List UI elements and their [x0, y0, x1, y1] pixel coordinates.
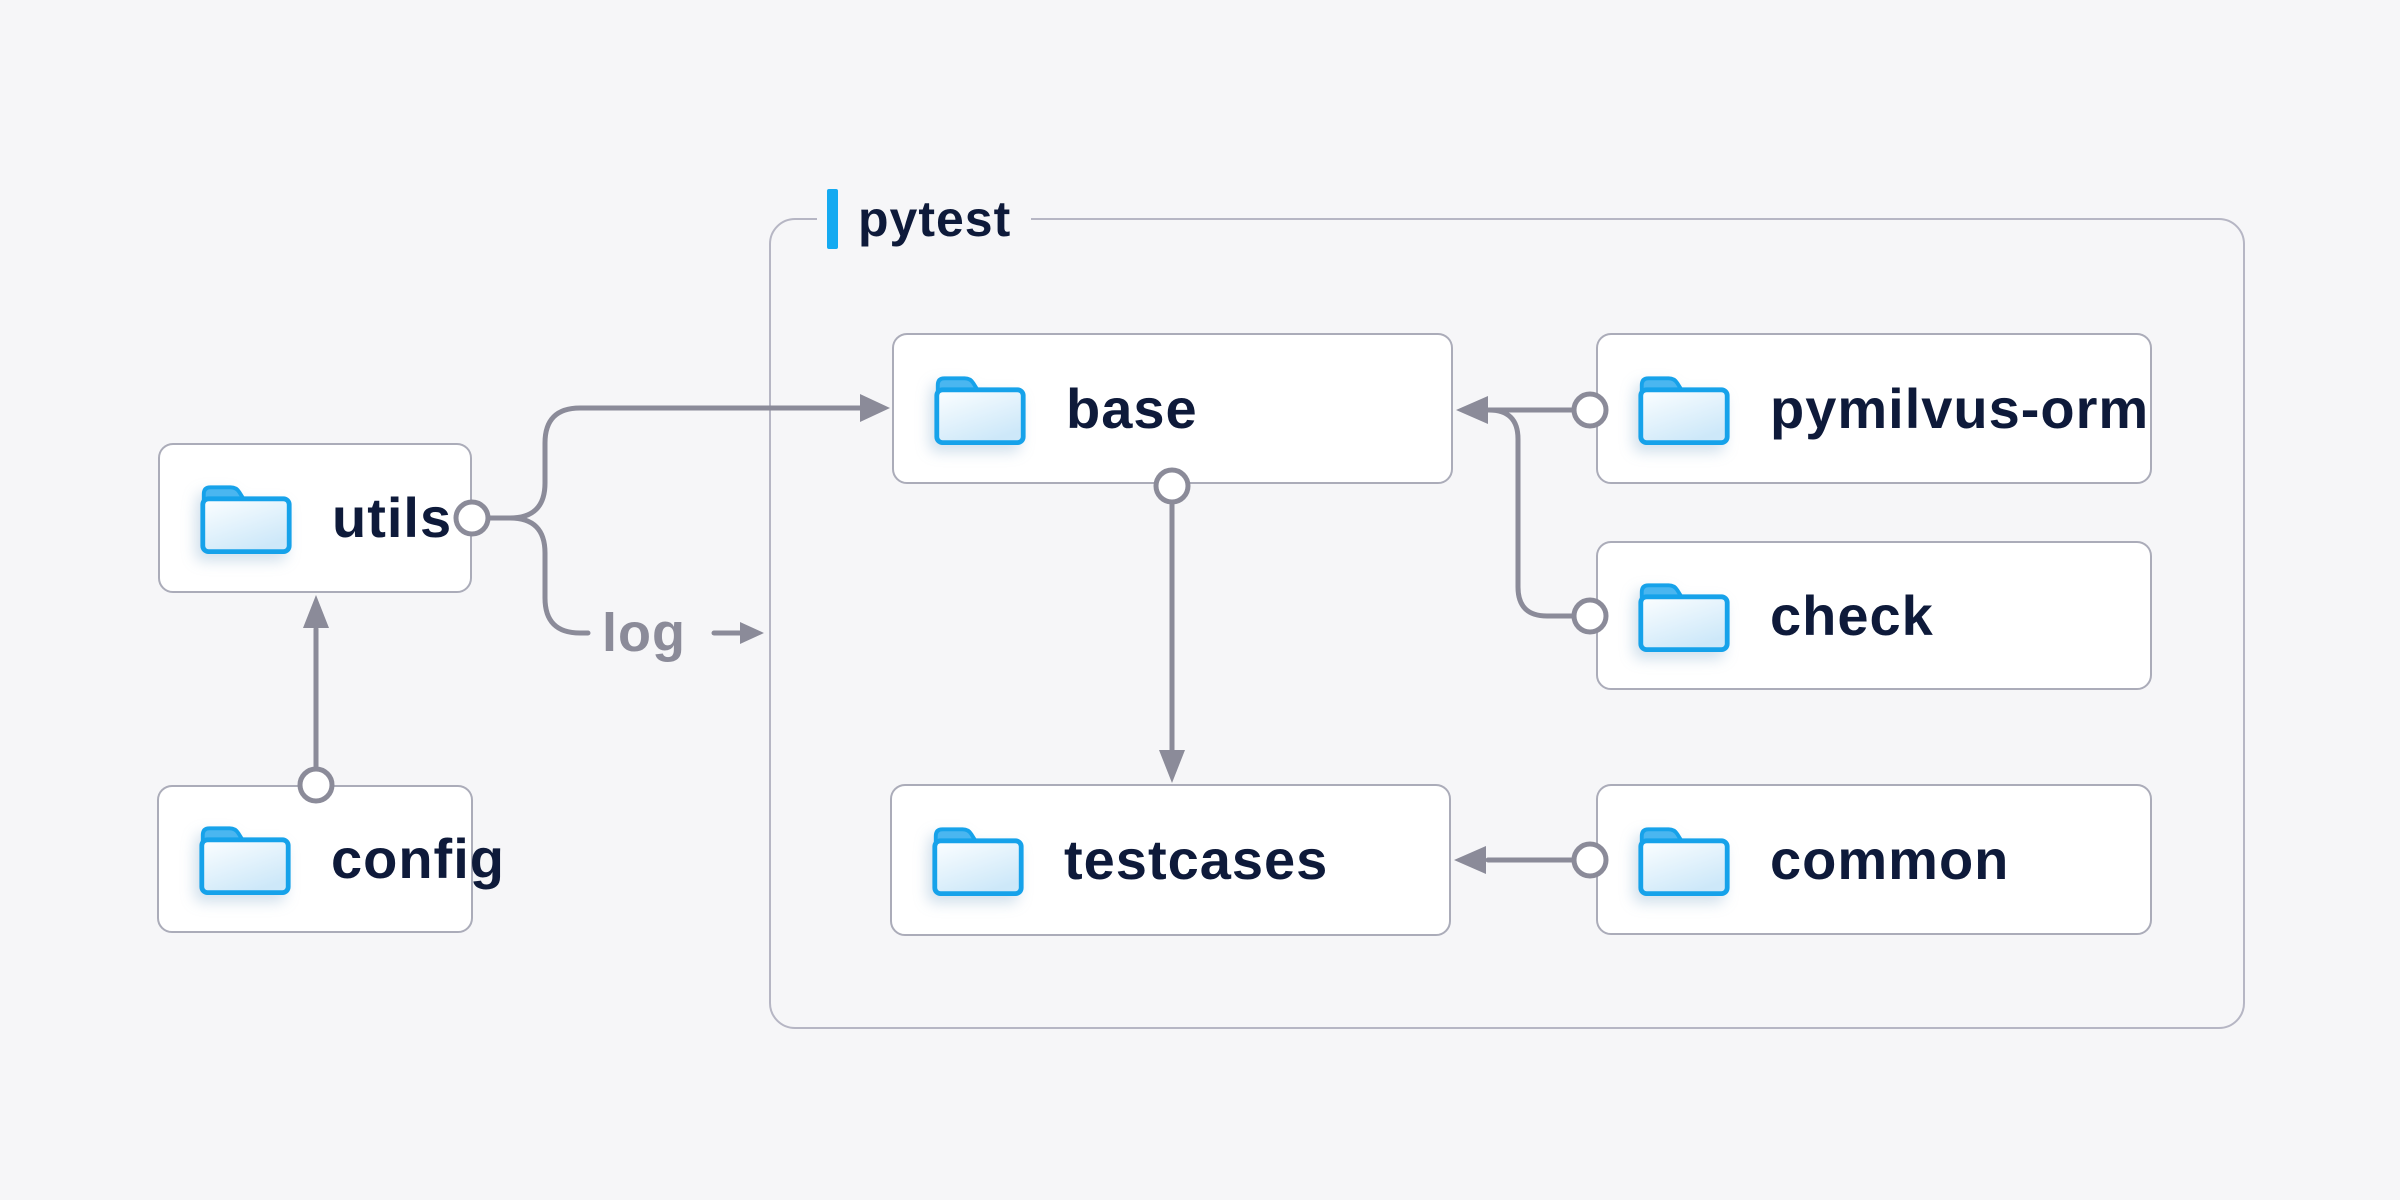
- arrowhead-into-utils: [303, 595, 329, 628]
- node-pymilvus-orm: pymilvus-orm: [1596, 333, 2152, 484]
- node-label: config: [331, 827, 505, 890]
- folder-icon: [1638, 826, 1730, 896]
- node-base: base: [892, 333, 1453, 484]
- folder-icon: [934, 375, 1026, 445]
- node-label: check: [1770, 583, 1934, 647]
- node-label: pymilvus-orm: [1770, 376, 2150, 440]
- node-label: common: [1770, 827, 2010, 891]
- folder-icon: [1638, 582, 1730, 652]
- folder-icon: [932, 827, 1024, 896]
- node-label: testcases: [1064, 828, 1329, 891]
- arrowhead-log: [740, 622, 764, 644]
- pytest-group-label-text: pytest: [858, 191, 1012, 247]
- edge-label-log: log: [602, 603, 686, 663]
- folder-icon: [200, 485, 292, 554]
- node-check: check: [1596, 541, 2152, 690]
- node-label: base: [1066, 376, 1198, 440]
- folder-icon: [199, 826, 291, 895]
- node-label: utils: [332, 486, 453, 549]
- edge-utils-to-log: [485, 515, 591, 636]
- node-utils: utils: [158, 443, 472, 593]
- node-common: common: [1596, 784, 2152, 935]
- pytest-group-label: pytest: [817, 184, 1032, 254]
- node-config: config: [157, 785, 504, 933]
- node-testcases: testcases: [890, 784, 1451, 936]
- accent-bar: [827, 189, 838, 249]
- pytest-group-container: pytest: [769, 184, 2245, 1029]
- folder-icon: [1638, 375, 1730, 445]
